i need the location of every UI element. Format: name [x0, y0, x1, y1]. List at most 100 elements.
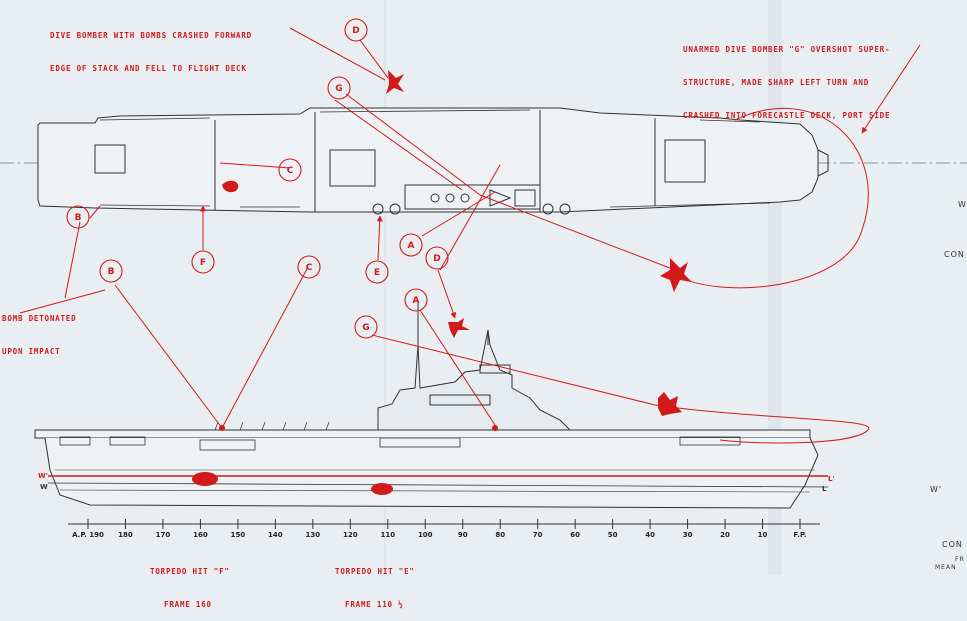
marker-circle-a-mid [399, 233, 423, 257]
path-g-loop [674, 108, 869, 289]
leader-c-plan [219, 162, 291, 169]
marker-circle-d-top [344, 18, 368, 42]
island-plan [404, 184, 541, 210]
marker-circle-g-low [354, 315, 378, 339]
margin-w2: W' [930, 485, 943, 494]
deck-hit-a [492, 425, 498, 431]
profile-view [34, 300, 819, 509]
leader-b-profile [114, 284, 223, 429]
margin-mean: MEAN [935, 564, 957, 571]
marker-circle-d-mid [425, 246, 449, 270]
scale-label: 10 [757, 531, 768, 539]
scale-label: 50 [607, 531, 618, 539]
note-unarmed-g: UNARMED DIVE BOMBER "G" OVERSHOT SUPER- … [683, 45, 891, 120]
leader-b-plan [89, 205, 101, 219]
margin-fr: FR [955, 556, 965, 563]
marker-circle-b-low [99, 259, 123, 283]
path-g-long [479, 194, 676, 271]
label-l: L [822, 485, 827, 493]
marker-circle-c-low [297, 255, 321, 279]
scale-label: 20 [720, 531, 730, 539]
marker-circle-a-low [404, 288, 428, 312]
attack-lines [19, 27, 921, 444]
leader-a-plan [334, 99, 463, 191]
path-d-profile [437, 269, 457, 319]
leader-bomb-b-plan [64, 221, 81, 299]
scale-label: 100 [417, 531, 433, 539]
scale-label: 140 [268, 531, 283, 539]
path-g-loop-profile [654, 404, 870, 444]
note-dive-bomber-forward: DIVE BOMBER WITH BOMBS CRASHED FORWARD E… [50, 31, 252, 73]
frame-scale [68, 519, 820, 529]
marker-a-mid: A [408, 241, 415, 251]
marker-b-top: B [75, 213, 82, 223]
marker-circle-c-top [278, 158, 302, 182]
leader-d-plan [439, 164, 501, 271]
leader-c-profile [221, 266, 309, 429]
path-g-plan [345, 93, 481, 196]
scale-label: A.P. 190 [72, 531, 104, 539]
leader-bomb-text [19, 289, 106, 314]
leader-a2-plan [421, 191, 496, 237]
waterline-labels: W' W L' L [38, 472, 835, 493]
margin-con1: CON [944, 250, 965, 259]
waterlines [47, 475, 829, 488]
torpedo-hit-e [371, 483, 393, 495]
marker-letters: D G C B F A E D B C A G [75, 26, 441, 333]
impact-marks [219, 70, 692, 431]
scale-label: 30 [682, 531, 693, 539]
marker-d-top: D [352, 26, 359, 36]
marker-f: F [200, 258, 206, 268]
deck-hit-b [219, 425, 225, 431]
path-d-plan [359, 39, 389, 79]
scale-label: 70 [532, 531, 543, 539]
deck-edge-details [99, 109, 771, 208]
scale-label: 80 [495, 531, 506, 539]
gun-tubs [372, 203, 571, 215]
label-w-prime: W' [38, 472, 48, 480]
marker-d-mid: D [433, 254, 440, 264]
scale-label: 160 [193, 531, 208, 539]
scale-label: 130 [305, 531, 321, 539]
scale-label: 60 [570, 531, 581, 539]
label-l-prime: L' [828, 475, 835, 483]
note-torpedo-e: TORPEDO HIT "E" FRAME 110 ½ [335, 567, 415, 609]
damage-diagram: D G C B F A E D B C A G W' W L' L [0, 0, 967, 575]
marker-circle-f [191, 250, 215, 274]
marker-c-top: C [287, 166, 294, 176]
crash-mark-d-plan [386, 70, 404, 94]
marker-c-low: C [306, 263, 313, 273]
note-bomb-detonated: BOMB DETONATED UPON IMPACT [2, 314, 77, 356]
waterline-w [47, 482, 829, 488]
scale-label: 180 [118, 531, 133, 539]
label-w: W [40, 483, 48, 491]
marker-circle-b-top [66, 205, 90, 229]
marker-a-low: A [413, 296, 420, 306]
marker-circle-e [365, 260, 389, 284]
crash-mark-g-plan [660, 258, 692, 292]
marker-g-low: G [362, 323, 369, 333]
marker-b-low: B [108, 267, 115, 277]
marker-circles [66, 18, 449, 339]
marker-g-top: G [335, 84, 342, 94]
marker-circle-g-top [327, 76, 351, 100]
margin-con2: CON [942, 540, 963, 549]
scale-label: 120 [343, 531, 358, 539]
scale-label: 110 [380, 531, 396, 539]
leader-a-profile [419, 309, 496, 426]
boats [59, 436, 741, 451]
margin-w1: W [958, 200, 967, 209]
scale-label: 90 [457, 531, 468, 539]
leader-dive-bomber [289, 27, 386, 81]
leader-e-plan [376, 215, 383, 261]
path-g-profile [371, 334, 656, 406]
marker-e: E [374, 268, 380, 278]
torpedo-hit-f [192, 472, 218, 486]
note-torpedo-f: TORPEDO HIT "F" FRAME 160 [150, 567, 230, 609]
scale-label: F.P. [793, 531, 807, 539]
crash-mark-g-profile [658, 392, 682, 416]
scale-label: 170 [155, 531, 171, 539]
impact-mark-c-plan [222, 180, 239, 193]
aircraft-spotted [214, 421, 330, 431]
crash-mark-d-profile [448, 318, 470, 338]
